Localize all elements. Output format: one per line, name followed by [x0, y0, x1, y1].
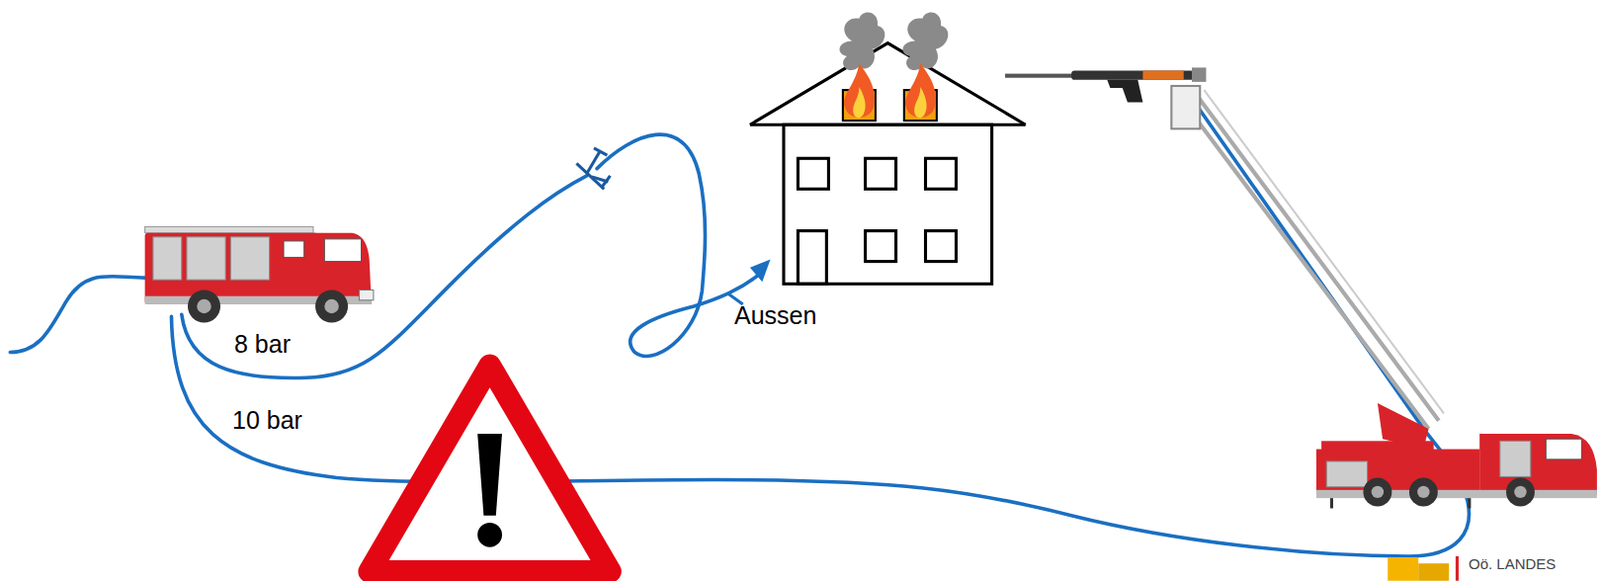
- hose-8-bar: [181, 175, 588, 379]
- logo-text: Oö. LANDES: [1468, 556, 1556, 574]
- fire: [840, 11, 949, 121]
- hoses: [9, 93, 1469, 557]
- pressure-label: 10 bar: [232, 407, 303, 435]
- pressure-label: 8 bar: [234, 331, 291, 359]
- supply-hose: [9, 276, 145, 353]
- logo-icon: [1387, 556, 1457, 581]
- ladder-truck: [1171, 85, 1598, 508]
- warning-triangle: [369, 365, 611, 573]
- hose-10-bar: [170, 93, 1469, 557]
- house: [750, 43, 1026, 285]
- nozzle-arrow: [728, 259, 770, 305]
- pressure-label: Aussen: [734, 302, 817, 331]
- distributor-symbol: [576, 148, 610, 189]
- fire-truck: [145, 226, 374, 323]
